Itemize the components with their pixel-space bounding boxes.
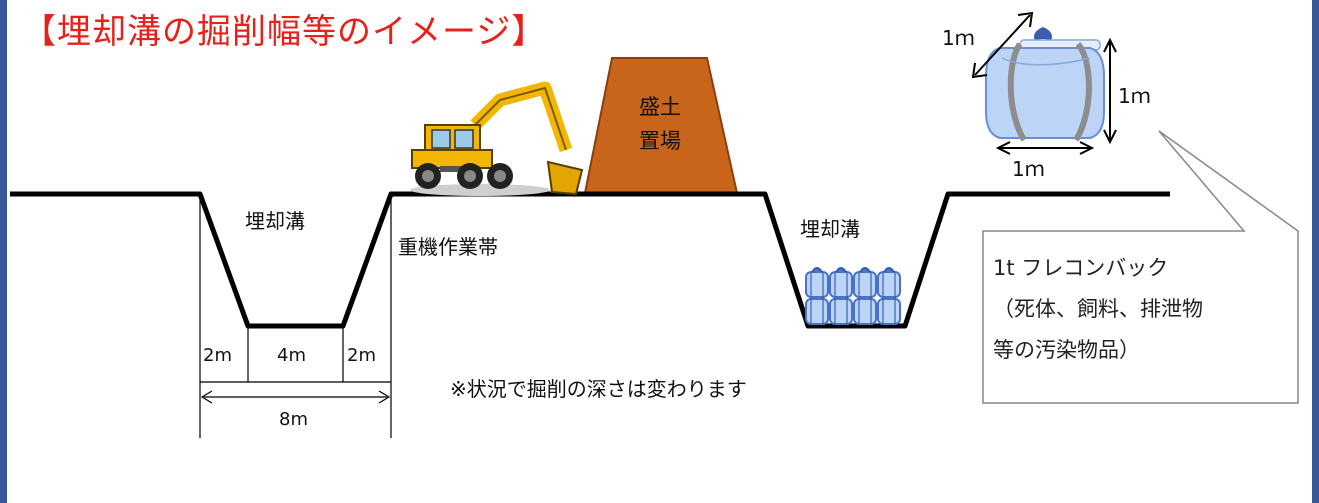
dimension-guides xyxy=(199,196,392,438)
right-trench-label: 埋却溝 xyxy=(800,217,860,241)
mound-label-line2: 置場 xyxy=(639,129,681,153)
work-zone-label: 重機作業帯 xyxy=(398,235,498,259)
excavator-icon xyxy=(410,81,584,196)
total-width-dimension: 8m xyxy=(279,409,308,430)
bag-width-label: 1ｍ xyxy=(1012,157,1045,181)
bag-depth-label: 1ｍ xyxy=(942,26,975,50)
callout-line3: 等の汚染物品） xyxy=(993,338,1140,362)
callout-line2: （死体、飼料、排泄物 xyxy=(993,297,1203,321)
bag-height-label: 1ｍ xyxy=(1118,84,1151,108)
bag-dimension-arrows xyxy=(971,11,1117,155)
flexible-container-bag-icon xyxy=(985,27,1105,142)
ground-profile xyxy=(10,191,1170,329)
left-frame-bar xyxy=(0,0,7,503)
depth-note: ※状況で掘削の深さは変わります xyxy=(450,377,747,401)
page-title: 【埋却溝の掘削幅等のイメージ】 xyxy=(22,12,547,52)
mound-label-line1: 盛土 xyxy=(639,95,681,119)
bottom-width-dimension: 4m xyxy=(277,345,306,366)
right-frame-bar xyxy=(1312,0,1319,503)
mound-label: 盛土 置場 xyxy=(630,90,690,158)
left-trench-label: 埋却溝 xyxy=(245,209,305,233)
callout-text: 1t フレコンバック （死体、飼料、排泄物 等の汚染物品） xyxy=(993,248,1203,371)
left-slope-dimension: 2m xyxy=(203,345,232,366)
callout-box xyxy=(982,130,1299,404)
callout-line1: 1t フレコンバック xyxy=(993,256,1169,280)
stacked-bags-icon xyxy=(805,267,901,325)
right-slope-dimension: 2m xyxy=(347,345,376,366)
